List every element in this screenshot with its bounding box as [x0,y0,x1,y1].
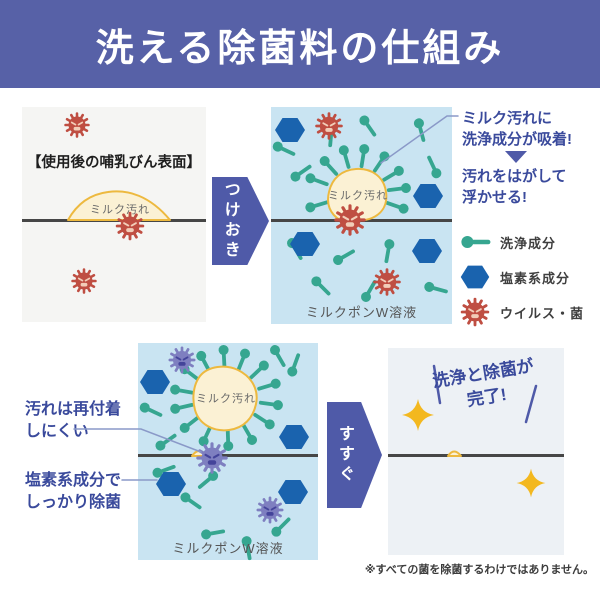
clean-result-panel [388,348,564,555]
annotation-lift: 汚れをはがして 浮かせる! [462,166,594,208]
solution-label: ミルクポンW溶液 [305,305,418,320]
legend-label: ウイルス・菌 [500,305,585,321]
annotation-lift-line1: 汚れをはがして [462,168,567,185]
legend-row-virus: ウイルス・菌 [458,297,584,327]
hexagon-icon [460,265,490,289]
milk-stain-label: ミルク汚れ [196,393,256,405]
solution-label: ミルクポンW溶液 [172,541,284,556]
annotation-no-reattach-line2: しにくい [25,423,89,440]
annotation-no-reattach: 汚れは再付着 しにくい [25,399,145,443]
annotation-disinfect-line1: 塩素系成分で [25,472,122,489]
title-banner: 洗える除菌料の仕組み [0,0,600,88]
annotation-lift-line2: 浮かせる! [462,189,527,206]
annotation-adsorb-line2: 洗浄成分が吸着! [462,131,572,148]
surface-line [271,219,452,222]
rinse-arrow: すすぐ [327,402,382,508]
soak-arrow-label: つけおき [221,181,239,261]
soak-solution-panel [271,107,452,324]
legend-label: 洗浄成分 [500,235,557,251]
surface-line [138,454,318,457]
annotation-disinfect: 塩素系成分で しっかり除菌 [25,470,145,514]
virus-icon [462,299,488,325]
down-triangle-icon [505,151,527,163]
soak-result-panel [138,343,318,560]
legend-row-chlorine: 塩素系成分 [458,264,570,290]
bottle-surface-caption: 【使用後の哺乳びん表面】 [27,155,201,171]
page-title: 洗える除菌料の仕組み [95,27,505,70]
legend-label: 塩素系成分 [500,270,571,286]
annotation-adsorb-line1: ミルク汚れに [462,110,553,127]
pin-icon [461,236,491,248]
annotation-disinfect-line2: しっかり除菌 [25,494,122,511]
annotation-adsorb: ミルク汚れに 洗浄成分が吸着! [462,108,594,150]
soak-arrow: つけおき [212,177,269,265]
rinse-arrow-label: すすぐ [336,425,354,485]
surface-line [22,219,206,222]
legend-row-cleaning-agent: 洗浄成分 [458,231,556,253]
annotation-no-reattach-line1: 汚れは再付着 [25,401,122,418]
milk-stain-label: ミルク汚れ [328,190,388,202]
disclaimer-note: ※すべての菌を除菌するわけではありません。 [364,564,594,576]
milk-stain-label: ミルク汚れ [90,204,150,216]
surface-line [388,454,564,457]
